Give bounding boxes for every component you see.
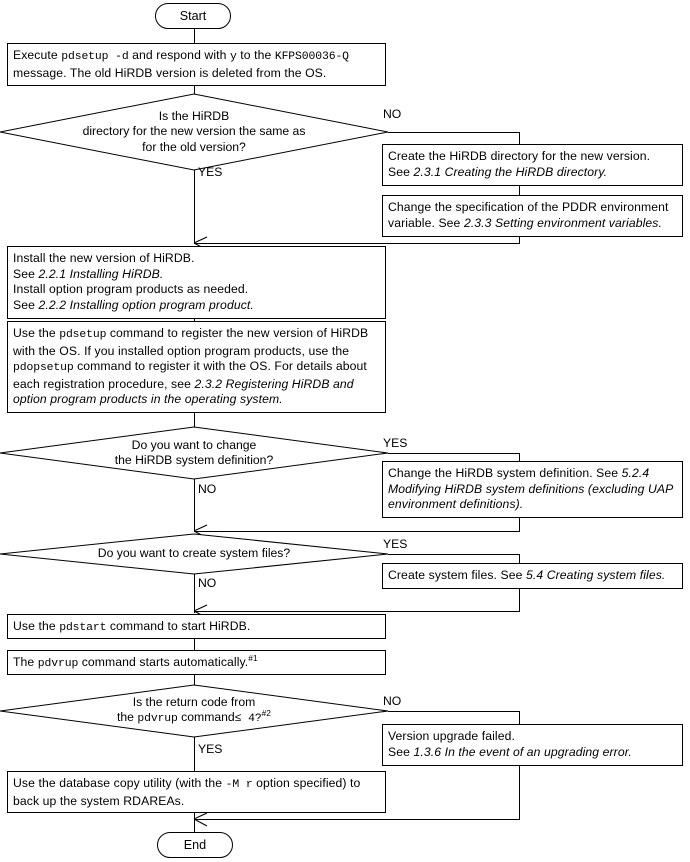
branch-label-no-sysdef: NO [198,482,217,496]
terminator-start-label: Start [179,9,207,23]
process-change-pddr-text: Change the specification of the PDDR env… [388,200,669,230]
process-create-directory: Create the HiRDB directory for the new v… [382,144,683,186]
process-change-sysdef: Change the HiRDB system definition. See … [382,461,683,518]
connector-sysfiles-no-down [194,574,195,613]
branch-label-yes-directory: YES [198,165,223,179]
connector-backup-to-end [194,813,195,833]
process-upgrade-failed-text: Version upgrade failed.See 1.3.6 In the … [388,729,632,759]
process-pdvrup-auto-text: The pdvrup command starts automatically.… [13,652,258,670]
terminator-start: Start [155,3,231,29]
decision-directory-shape [0,93,389,171]
connector-directory-yes-down [194,170,195,244]
process-register-hirdb-text: Use the pdsetup command to register the … [13,326,369,407]
branch-label-yes-sysfiles: YES [383,537,408,551]
connector-sysdef-no-down [194,479,195,532]
process-pdvrup-auto: The pdvrup command starts automatically.… [7,650,386,675]
process-register-hirdb: Use the pdsetup command to register the … [7,321,386,413]
decision-create-sysfiles: Do you want to create system files? [0,533,389,575]
branch-label-yes-sysdef: YES [383,436,408,450]
process-change-sysdef-text: Change the HiRDB system definition. See … [388,466,673,512]
connector-retcode-no-horizontal [388,711,520,712]
terminator-end-label: End [183,838,207,852]
branch-label-no-directory: NO [383,107,402,121]
process-backup-rdareas-text: Use the database copy utility (with the … [13,776,361,808]
connector-change-sysdef-back-horizontal [194,531,520,532]
process-install-hirdb-text: Install the new version of HiRDB.See 2.2… [13,251,254,312]
branch-label-no-sysfiles: NO [198,576,217,590]
decision-return-code-shape [0,684,389,738]
connector-change-pddr-down [519,237,520,244]
connector-sysfiles-yes-horizontal [388,554,520,555]
process-install-hirdb: Install the new version of HiRDB.See 2.2… [7,246,386,319]
terminator-end: End [157,832,233,858]
branch-label-no-retcode: NO [383,694,402,708]
process-create-sysfiles-text: Create system files. See 5.4 Creating sy… [388,568,666,582]
connector-create-directory-to-change-pddr [519,186,520,195]
process-execute-pdsetup-text: Execute pdsetup -d and respond with y to… [13,48,349,80]
process-execute-pdsetup: Execute pdsetup -d and respond with y to… [7,43,386,86]
process-create-sysfiles: Create system files. See 5.4 Creating sy… [382,563,683,589]
process-create-directory-text: Create the HiRDB directory for the new v… [388,149,651,179]
connector-retcode-no-down [519,711,520,724]
connector-directory-no-horizontal [388,132,520,133]
connector-change-sysdef-down [519,518,520,532]
decision-return-code: Is the return code from the pdvrup comma… [0,684,389,738]
arrowhead-merge-into-end [193,812,208,827]
decision-change-sysdef: Do you want to change the HiRDB system d… [0,426,389,480]
connector-start-hirdb-to-pdvrup [194,639,195,650]
process-start-hirdb: Use the pdstart command to start HiRDB. [7,614,386,639]
process-change-pddr: Change the specification of the PDDR env… [382,195,683,237]
connector-sysdef-yes-down [519,453,520,461]
branch-label-yes-retcode: YES [198,742,223,756]
connector-upgrade-failed-back-horizontal [194,819,520,820]
connector-execute-to-decision-directory [194,86,195,94]
process-start-hirdb-text: Use the pdstart command to start HiRDB. [13,619,251,634]
connector-directory-no-down [519,132,520,144]
connector-create-sysfiles-back-horizontal [194,611,520,612]
connector-sysfiles-yes-down [519,554,520,563]
connector-upgrade-failed-down [519,766,520,820]
connector-create-sysfiles-down [519,589,520,612]
connector-pdvrup-to-decision-retcode [194,675,195,685]
process-upgrade-failed: Version upgrade failed.See 1.3.6 In the … [382,724,683,766]
connector-change-pddr-back-horizontal [194,243,520,244]
decision-directory-same: Is the HiRDB directory for the new versi… [0,93,389,171]
decision-create-sysfiles-shape [0,533,389,575]
connector-retcode-yes-down [194,737,195,771]
process-backup-rdareas: Use the database copy utility (with the … [7,771,386,813]
connector-start-to-execute [194,29,195,43]
connector-sysdef-yes-horizontal [388,453,520,454]
connector-register-to-decision-sysdef [194,413,195,427]
decision-change-sysdef-shape [0,426,389,480]
connector-install-to-register [194,319,195,322]
